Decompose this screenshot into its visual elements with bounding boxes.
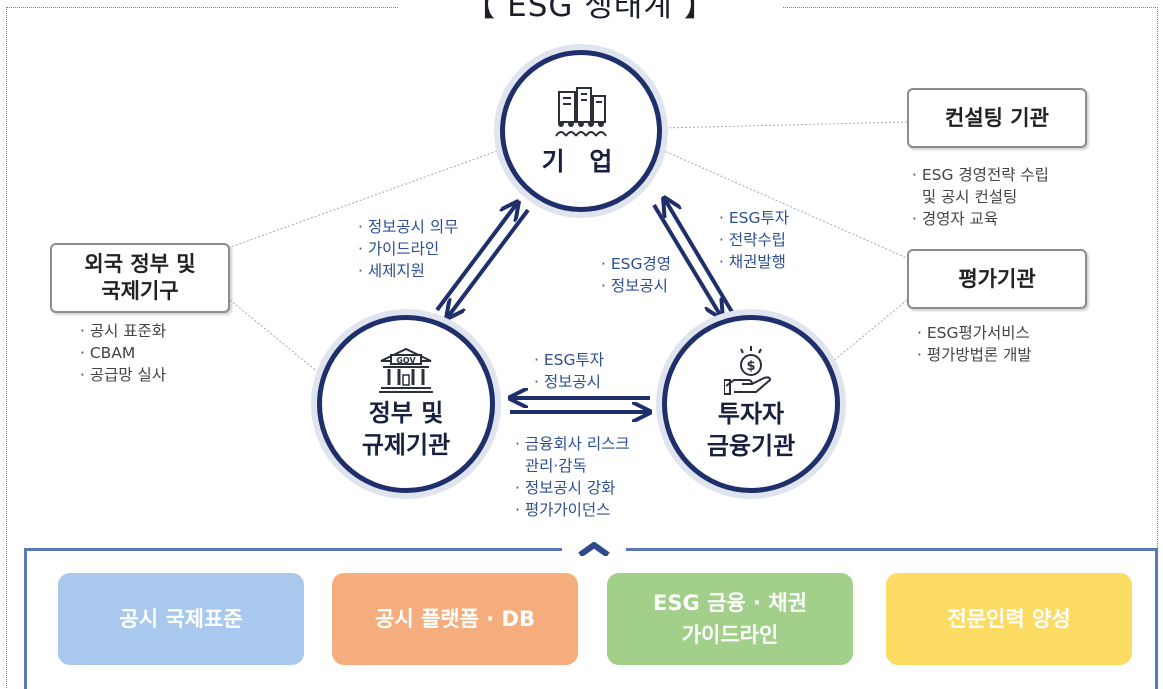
connector-company-rating <box>661 149 908 259</box>
notes-investor-to-gov: · ESG투자 · 정보공시 <box>534 349 604 393</box>
tile-label: 전문인력 양성 <box>947 607 1071 631</box>
note-item: · 정보공시 <box>601 277 668 295</box>
arrow-gov-to-company <box>435 202 518 312</box>
note-item: · ESG평가서비스 <box>917 324 1030 342</box>
note-item: · ESG투자 <box>719 209 790 227</box>
note-item: · 정보공시 의무 <box>358 218 459 236</box>
tile-expert-training: 전문인력 양성 <box>886 573 1132 665</box>
note-item: 관리·감독 <box>515 457 587 475</box>
notes-investor-to-company: · ESG투자 · 전략수립 · 채권발행 <box>719 207 789 273</box>
tile-disclosure-standard: 공시 국제표준 <box>58 573 304 665</box>
note-item: · 채권발행 <box>719 253 786 271</box>
tile-esg-finance-guideline: ESG 금융 · 채권 가이드라인 <box>607 573 853 665</box>
foreign-label: 외국 정부 및 국제기구 <box>84 252 196 303</box>
note-item: · 공급망 실사 <box>80 366 167 384</box>
hand-coin-icon: $ <box>724 346 771 395</box>
notes-gov-to-company: · 정보공시 의무 · 가이드라인 · 세제지원 <box>358 216 458 282</box>
connector-foreign-company <box>227 149 501 249</box>
gov-building-icon: GOV <box>379 347 433 393</box>
tile-label: 공시 플랫폼 · DB <box>375 607 535 631</box>
notes-consulting: · ESG 경영전략 수립 및 공시 컨설팅 · 경영자 교육 <box>912 164 1049 230</box>
notes-foreign: · 공시 표준화 · CBAM · 공급망 실사 <box>80 320 166 386</box>
investor-label: 투자자 금융기관 <box>707 398 795 462</box>
tile-disclosure-platform: 공시 플랫폼 · DB <box>332 573 578 665</box>
notes-rating: · ESG평가서비스 · 평가방법론 개발 <box>917 322 1032 366</box>
note-item: · 평가방법론 개발 <box>917 346 1032 364</box>
company-label: 기 업 <box>541 146 621 176</box>
note-item: · 세제지원 <box>358 262 425 280</box>
connector-rating-investor <box>831 299 908 363</box>
rating-label: 평가기관 <box>958 266 1036 291</box>
chevron-up-icon <box>578 541 610 558</box>
connector-consult-company <box>661 121 908 129</box>
diagram-title: 【 ESG 생태계 】 <box>398 0 782 26</box>
note-item: · 금융회사 리스크 <box>515 435 630 453</box>
connector-foreign-gov <box>229 299 326 379</box>
tile-label: ESG 금융 · 채권 가이드라인 <box>653 591 807 647</box>
node-company: 기 업 <box>500 50 662 212</box>
arrow-investor-to-company <box>664 198 734 314</box>
notes-company-to-investor: · ESG경영 · 정보공시 <box>601 253 671 297</box>
tile-label: 공시 국제표준 <box>119 607 243 631</box>
node-investor: $ 투자자 금융기관 <box>662 315 840 493</box>
note-item: · ESG투자 <box>534 351 605 369</box>
government-label-text: 정부 및 규제기관 <box>361 399 451 459</box>
notes-gov-to-investor: · 금융회사 리스크 관리·감독 · 정보공시 강화 · 평가가이던스 <box>515 433 630 521</box>
note-item: · 평가가이던스 <box>515 501 611 519</box>
note-item: · 전략수립 <box>719 231 786 249</box>
government-label: 정부 및 규제기관 <box>362 397 450 461</box>
note-item: · 공시 표준화 <box>80 322 167 340</box>
box-consulting: 컨설팅 기관 <box>907 88 1087 148</box>
node-government: GOV 정부 및 규제기관 <box>317 315 495 493</box>
note-item: · 경영자 교육 <box>912 210 999 228</box>
investor-label-text: 투자자 금융기관 <box>706 400 796 460</box>
note-item: · 가이드라인 <box>358 240 440 258</box>
note-item: · ESG 경영전략 수립 <box>912 166 1049 184</box>
note-item: · 정보공시 강화 <box>515 479 616 497</box>
note-item: · CBAM <box>80 344 136 362</box>
box-rating: 평가기관 <box>907 249 1087 309</box>
note-item: 및 공시 컨설팅 <box>912 188 1018 206</box>
note-item: · ESG경영 <box>601 255 672 273</box>
arrow-company-to-gov <box>447 208 530 318</box>
note-item: · 정보공시 <box>534 373 601 391</box>
building-people-icon <box>555 86 607 137</box>
arrow-company-to-investor <box>652 203 722 318</box>
panel-chevron-gap <box>562 541 626 558</box>
svg-text:GOV: GOV <box>396 356 416 365</box>
svg-text:$: $ <box>746 359 755 374</box>
box-foreign-government: 외국 정부 및 국제기구 <box>50 243 230 313</box>
consulting-label: 컨설팅 기관 <box>945 105 1049 130</box>
